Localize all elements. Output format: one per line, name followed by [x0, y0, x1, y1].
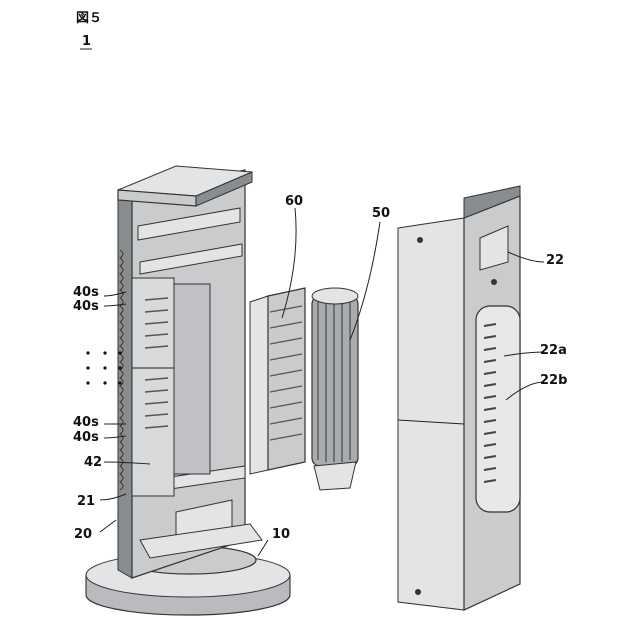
label-housing: 20: [74, 527, 92, 542]
figure-title: 図５: [76, 11, 102, 26]
label-fins-top2: 40s: [73, 299, 99, 314]
label-cover-b: 22b: [540, 373, 567, 388]
label-fins-bot1: 40s: [73, 415, 99, 430]
ellipsis-dots: [86, 351, 121, 384]
label-cover: 22: [546, 253, 564, 268]
label-fins-top1: 40s: [73, 285, 99, 300]
label-frame: 21: [77, 494, 95, 509]
reference-main: 1: [82, 34, 91, 49]
label-heater: 42: [84, 455, 102, 470]
fan-50: [312, 288, 358, 490]
label-base: 10: [272, 527, 290, 542]
cover-22: [398, 186, 520, 610]
label-fan-unit: 60: [285, 194, 303, 209]
label-fan: 50: [372, 206, 390, 221]
label-fins-bot2: 40s: [73, 430, 99, 445]
fan-unit-60: [250, 288, 305, 474]
label-cover-a: 22a: [540, 343, 567, 358]
housing-20: [118, 166, 262, 578]
